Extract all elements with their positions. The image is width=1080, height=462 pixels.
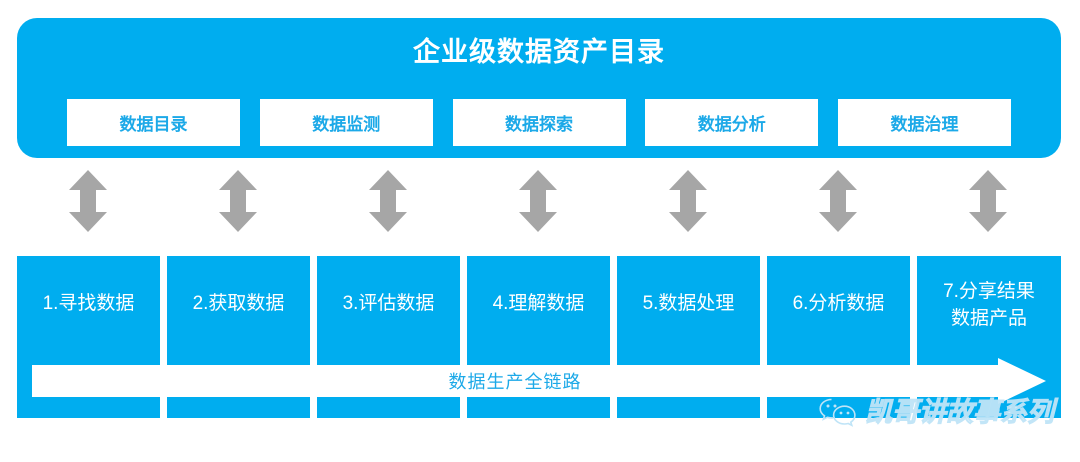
watermark: 凯哥讲故事系列 <box>818 392 1055 432</box>
double-headed-vertical-arrow-icon-3 <box>369 170 407 232</box>
pipeline-stage-2-label: 2.获取数据 <box>192 293 285 314</box>
double-headed-vertical-arrow-icon-2 <box>219 170 257 232</box>
module-chip-data-governance[interactable]: 数据治理 <box>838 99 1011 146</box>
platform-module-row: 数据目录 数据监测 数据探索 数据分析 数据治理 <box>67 99 1011 146</box>
module-chip-data-exploration[interactable]: 数据探索 <box>452 99 626 146</box>
wechat-icon <box>818 396 858 428</box>
double-headed-vertical-arrow-icon-4 <box>519 170 557 232</box>
page-title: 企业级数据资产目录 <box>413 37 665 67</box>
pipeline-stage-4-label: 4.理解数据 <box>492 293 585 314</box>
double-headed-vertical-arrow-icon-1 <box>69 170 107 232</box>
chain-arrow-shape <box>32 358 1046 404</box>
pipeline-stage-1-label: 1.寻找数据 <box>42 293 135 314</box>
platform-panel: 企业级数据资产目录 数据目录 数据监测 数据探索 数据分析 数据治理 <box>17 18 1061 158</box>
pipeline-stage-5-label: 5.数据处理 <box>642 293 735 314</box>
module-chip-data-analysis[interactable]: 数据分析 <box>645 99 819 146</box>
pipeline-stage-7-label-line1: 7.分享结果 <box>943 281 1035 302</box>
double-headed-vertical-arrow-icon-7 <box>969 170 1007 232</box>
chain-arrow-label: 数据生产全链路 <box>448 372 582 392</box>
pipeline-stage-7-label: 7.分享结果 数据产品 <box>917 278 1061 332</box>
module-chip-data-monitoring[interactable]: 数据监测 <box>259 99 433 146</box>
connector-arrow-band <box>0 170 1080 250</box>
watermark-text: 凯哥讲故事系列 <box>865 397 1055 428</box>
double-headed-vertical-arrow-icon-5 <box>669 170 707 232</box>
module-chip-data-catalog[interactable]: 数据目录 <box>67 99 240 146</box>
double-headed-vertical-arrow-icon-6 <box>819 170 857 232</box>
pipeline-stage-7-label-line2: 数据产品 <box>950 308 1027 329</box>
pipeline-stage-3-label: 3.评估数据 <box>342 293 435 314</box>
pipeline-stage-6-label: 6.分析数据 <box>792 293 885 314</box>
